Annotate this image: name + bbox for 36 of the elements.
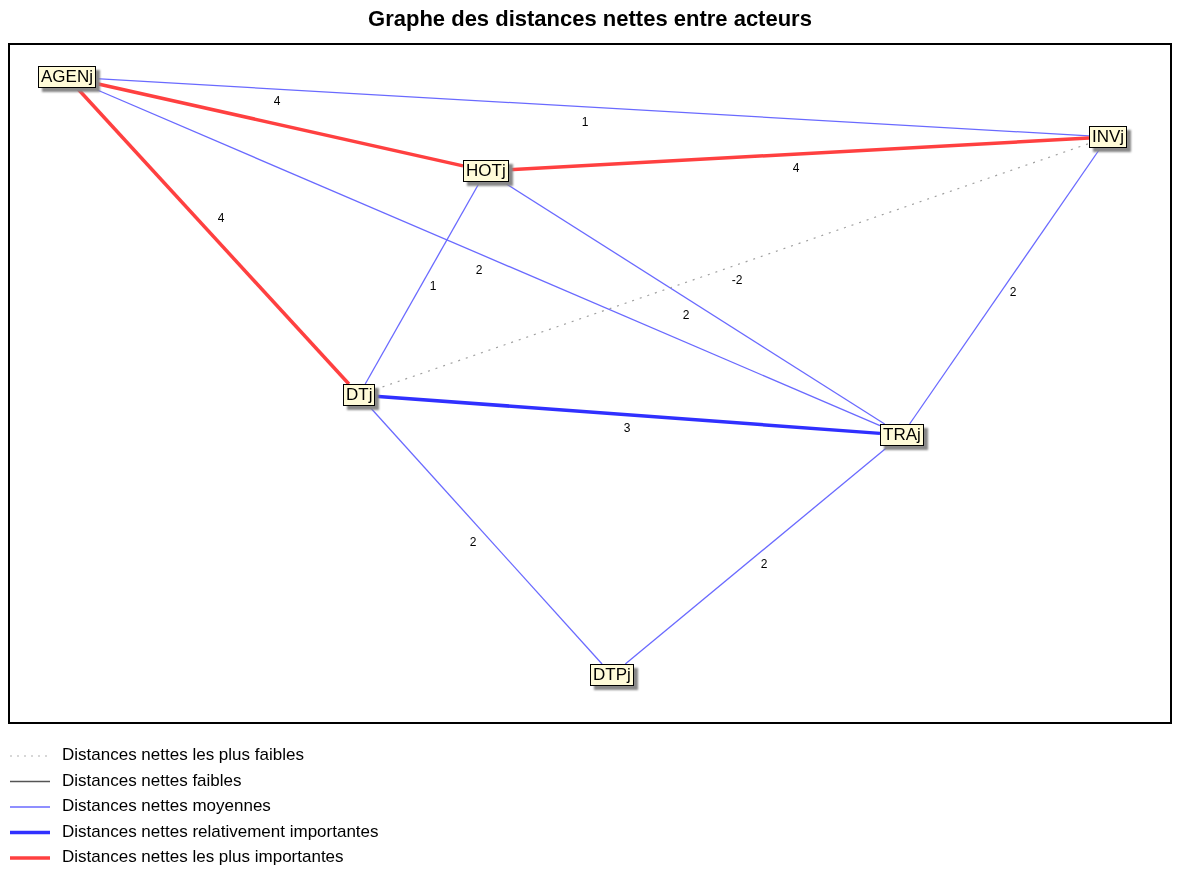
edge-label: 1 <box>580 115 590 129</box>
edge-label: 4 <box>216 211 226 225</box>
edge-label: 3 <box>622 421 632 435</box>
chart-title: Graphe des distances nettes entre acteurs <box>367 6 813 32</box>
legend-label: Distances nettes les plus faibles <box>62 745 304 765</box>
connector-line <box>92 87 881 427</box>
connector-line <box>75 86 351 386</box>
edge-label: 2 <box>1008 285 1018 299</box>
legend-label: Distances nettes faibles <box>62 770 242 791</box>
connector-line <box>95 78 1090 137</box>
edge-label: 4 <box>791 161 801 175</box>
actor-box: INVj <box>1089 126 1128 148</box>
legend-label: Distances nettes relativement importantes <box>62 821 379 842</box>
actor-box: TRAj <box>880 424 924 446</box>
actor-box: DTj <box>343 384 376 406</box>
edge-label: -2 <box>730 273 744 287</box>
edge-label: 2 <box>474 263 484 277</box>
edge-label: 1 <box>428 279 438 293</box>
legend-label: Distances nettes les plus importantes <box>62 847 344 867</box>
edge-label: 4 <box>272 94 282 108</box>
edge-label: 2 <box>759 557 769 571</box>
dotted-connector <box>374 142 1090 391</box>
connector-line <box>364 181 481 385</box>
edge-label: 2 <box>681 308 691 322</box>
actor-box: AGENj <box>38 66 96 88</box>
edge-label: 2 <box>468 535 478 549</box>
connector-line <box>624 445 890 665</box>
actor-box: HOTj <box>463 160 509 182</box>
connector-line <box>368 405 603 665</box>
actor-box: DTPj <box>590 664 634 686</box>
connector-line <box>374 394 881 436</box>
connector-line <box>508 136 1090 172</box>
connector-line <box>908 147 1102 425</box>
connector-line <box>502 181 886 425</box>
legend-label: Distances nettes moyennes <box>62 796 271 816</box>
connector-line <box>95 81 464 168</box>
